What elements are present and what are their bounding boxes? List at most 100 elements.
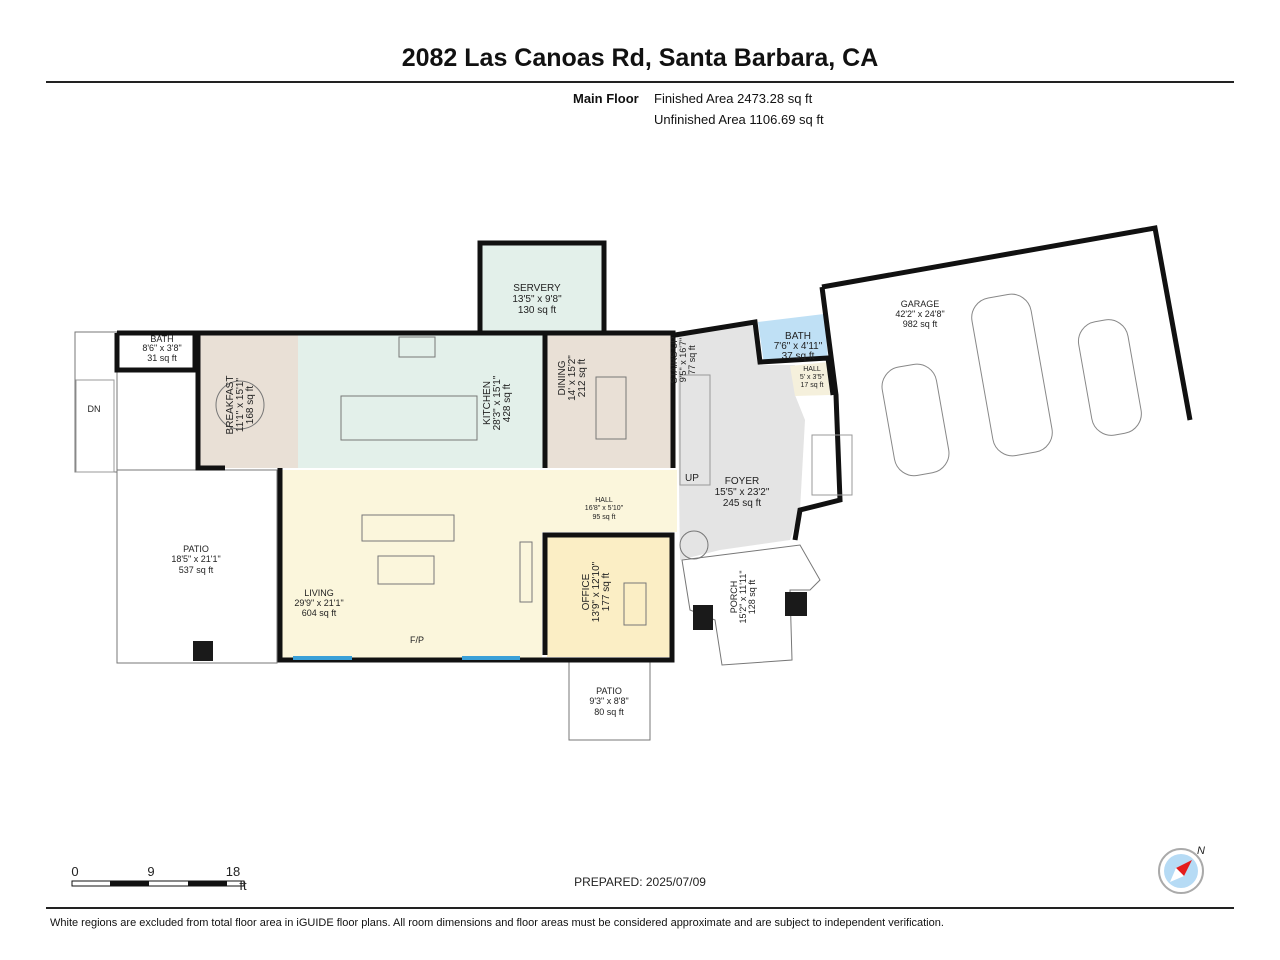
room-area: 168 sq ft [245,386,256,425]
page-title: 2082 Las Canoas Rd, Santa Barbara, CA [401,44,879,72]
disclaimer: White regions are excluded from total fl… [50,917,944,929]
stairs-up-label: UP [685,473,699,484]
room-name: PATIO [596,686,622,696]
scale-tick-0: 0 [71,864,78,879]
room-name: LIVING [304,588,334,598]
room-name: BATH [785,331,811,342]
room-dims: 15'5" x 23'2" [715,487,770,498]
room-dims: 8'6" x 3'8" [142,343,181,353]
cars [881,293,1142,477]
room-name: HALL [803,366,821,373]
room-area: 982 sq ft [903,319,938,329]
room-name: KITCHEN [482,381,493,425]
breakfast-floor [198,335,298,468]
room-area: 537 sq ft [179,565,214,575]
room-area: 128 sq ft [747,579,757,614]
foyer-floor [677,322,805,560]
room-servery: SERVERY 13'5" x 9'8" 130 sq ft [512,283,562,316]
footer-divider [46,907,1234,909]
scale-tick-9: 9 [147,864,154,879]
patio-left-floor [116,469,278,664]
room-patio-bottom: PATIO 9'3" x 8'8" 80 sq ft [589,686,628,717]
compass-icon: N [1158,845,1205,894]
compass-north-label: N [1197,845,1205,857]
room-dims: 13'9" x 12'10" [591,561,602,622]
servery-floor [482,245,604,333]
room-hall: HALL 16'8" x 5'10" 95 sq ft [585,497,624,521]
deck-floor [74,331,118,473]
room-dims: 29'9" x 21'1" [294,598,343,608]
scale-bar: 0 9 18 ft [71,864,247,893]
room-area: 177 sq ft [601,573,612,612]
room-area: 31 sq ft [147,353,177,363]
room-patio-left: PATIO 18'5" x 21'1" 537 sq ft [171,544,220,575]
room-dims: 18'5" x 21'1" [171,554,220,564]
room-name: OFFICE [581,573,592,610]
room-bath2: BATH 7'6" x 4'11" 37 sq ft [774,331,823,362]
room-name: BATH [150,334,173,344]
room-name: FOYER [725,476,759,487]
room-kitchen: KITCHEN 28'3" x 15'1" 428 sq ft [482,375,513,430]
stairs-down-label: DN [88,404,101,414]
walls [114,225,1193,663]
room-name: SERVERY [513,283,561,294]
room-name: PATIO [183,544,209,554]
scale-unit: ft [239,878,247,893]
garage-floor [822,228,1195,505]
room-dims: 14' x 15'2" [567,355,578,401]
room-hall-small: HALL 5' x 3'5" 17 sq ft [800,366,825,389]
room-name: BREAKFAST [225,376,236,435]
room-office: OFFICE 13'9" x 12'10" 177 sq ft [581,561,612,622]
hall-floor [280,470,677,532]
room-area: 37 sq ft [782,351,815,362]
hall-small-floor [790,362,830,396]
room-name: PORCH [729,581,739,614]
patio-bottom-floor [568,659,651,741]
room-stairs: STAIRS UP 9'5" x 16'7" 77 sq ft [669,337,697,384]
room-dims: 28'3" x 15'1" [492,375,503,430]
room-porch: PORCH 15'2" x 11'11" 128 sq ft [729,570,757,623]
room-dims: 16'8" x 5'10" [585,505,624,512]
living-floor [280,532,542,658]
bath2-floor [758,314,828,364]
room-area: 604 sq ft [302,608,337,618]
room-area: 17 sq ft [801,382,824,389]
room-name: STAIRS UP [669,337,679,384]
room-area: 95 sq ft [593,514,616,521]
unfinished-area: Unfinished Area 1106.69 sq ft [654,112,824,127]
room-breakfast: BREAKFAST 11'1" x 15'1" 168 sq ft [225,376,256,435]
room-dims: 15'2" x 11'11" [738,570,748,623]
room-dims: 7'6" x 4'11" [774,341,823,352]
room-area: 80 sq ft [594,707,624,717]
floor-name: Main Floor [573,91,639,106]
header-divider [46,81,1234,83]
fireplace-label: F/P [410,635,424,645]
wall-blocks [193,592,807,661]
prepared-date: PREPARED: 2025/07/09 [574,875,706,889]
room-garage: GARAGE 42'2" x 24'8" 982 sq ft [895,299,944,329]
room-living: LIVING 29'9" x 21'1" 604 sq ft [294,588,343,618]
room-name: HALL [595,497,613,504]
office-floor [547,537,672,657]
scale-tick-18: 18 [226,864,240,879]
room-dims: 13'5" x 9'8" [512,294,562,305]
dining-floor [547,335,673,468]
room-dims: 42'2" x 24'8" [895,309,944,319]
room-area: 212 sq ft [577,359,588,398]
room-name: DINING [557,360,568,395]
room-dims: 9'3" x 8'8" [589,696,628,706]
room-dims: 9'5" x 16'7" [678,338,688,382]
room-area: 130 sq ft [518,305,557,316]
furniture [215,336,709,626]
stairs [75,374,853,496]
room-name: GARAGE [901,299,940,309]
room-bath1: BATH 8'6" x 3'8" 31 sq ft [142,334,181,363]
room-area: 245 sq ft [723,498,762,509]
room-dims: 11'1" x 15'1" [235,378,246,433]
room-area: 428 sq ft [502,384,513,423]
room-dims: 5' x 3'5" [800,374,825,381]
finished-area: Finished Area 2473.28 sq ft [654,91,813,106]
room-area: 77 sq ft [687,345,697,375]
